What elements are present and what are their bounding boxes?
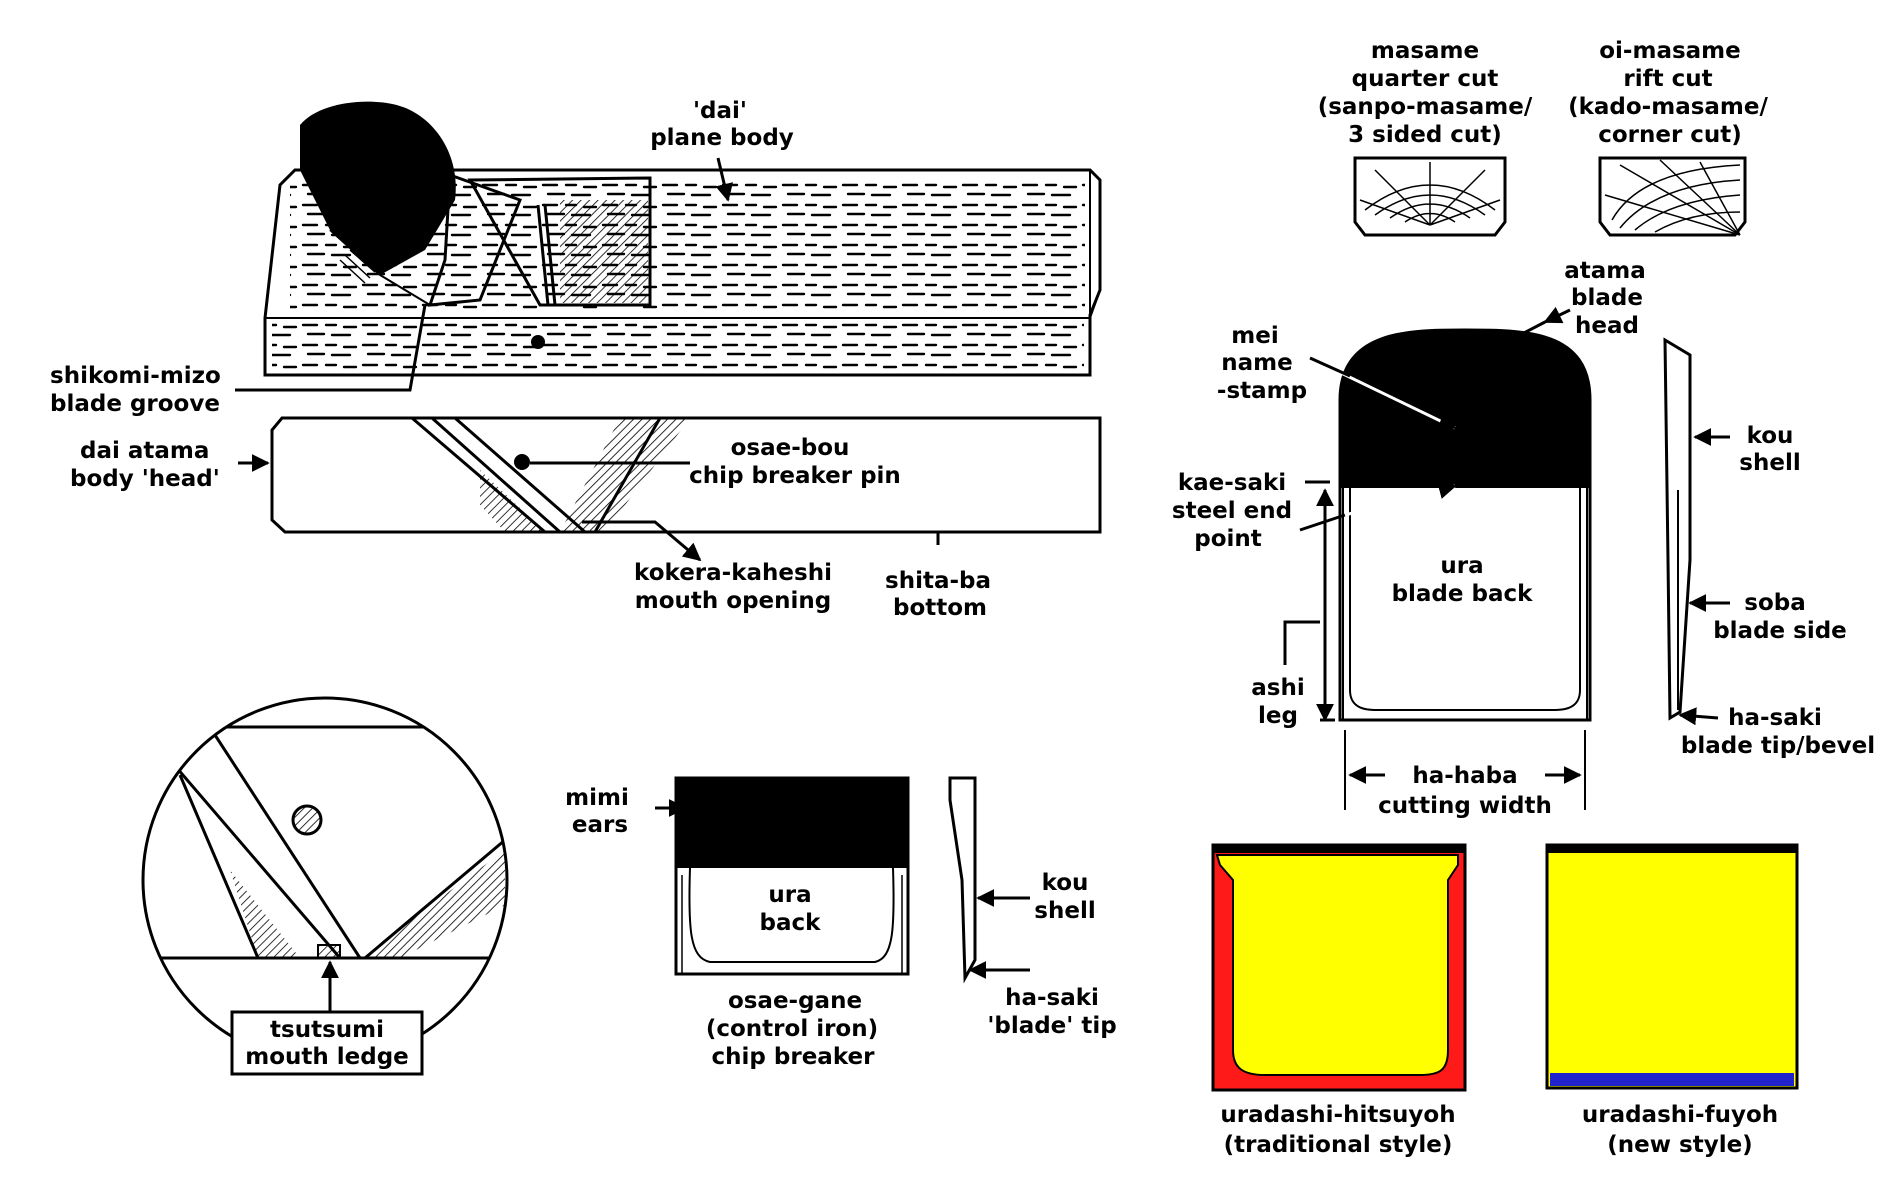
traditional-label-1: uradashi-hitsuyoh — [1220, 1102, 1455, 1128]
soba-label-2: blade side — [1713, 618, 1847, 644]
oi-masame-label-3: (kado-masame/ — [1568, 94, 1768, 120]
blade-opening — [467, 176, 652, 307]
mei-label-3: -stamp — [1217, 378, 1307, 404]
cb-ha-saki-label-2: 'blade' tip — [987, 1013, 1116, 1039]
oi-masame-label-4: corner cut) — [1598, 122, 1742, 148]
tsutsumi-label-box — [230, 1010, 424, 1076]
cb-title-1: osae-gane — [728, 988, 862, 1014]
mei-label-1: mei — [1231, 323, 1278, 349]
cb-ha-saki-label-1: ha-saki — [1005, 985, 1099, 1011]
mei-label-2: name — [1221, 350, 1292, 376]
masame-label-3: (sanpo-masame/ — [1318, 94, 1533, 120]
kae-saki-label-1: kae-saki — [1178, 470, 1286, 496]
blade-ura-label-2: blade back — [1392, 581, 1534, 607]
kokera-label-1: kokera-kaheshi — [634, 560, 832, 586]
dai-atama-label-2: body 'head' — [70, 466, 220, 492]
traditional-label-2: (traditional style) — [1224, 1132, 1453, 1158]
osae-bou-label-2: chip breaker pin — [689, 463, 901, 489]
cb-ura-label-2: back — [760, 910, 822, 936]
chip-breaker-side — [948, 776, 1030, 984]
tsutsumi-label-2: mouth ledge — [245, 1044, 409, 1070]
plane-side-section — [270, 416, 1102, 562]
blade-iron — [300, 101, 456, 275]
kou-label-2: shell — [1739, 450, 1800, 476]
masame-label-4: 3 sided cut) — [1348, 122, 1502, 148]
dai-label-1: 'dai' — [693, 98, 747, 124]
new-style-label-2: (new style) — [1607, 1132, 1752, 1158]
blade-front — [1283, 306, 1592, 810]
new-style-label-1: uradashi-fuyoh — [1582, 1102, 1778, 1128]
new-style-blade — [1545, 843, 1799, 1090]
mimi-label-2: ears — [572, 812, 628, 838]
chip-breaker-front — [655, 776, 910, 976]
kae-saki-label-3: point — [1194, 526, 1262, 552]
tsutsumi-label-1: tsutsumi — [270, 1017, 384, 1043]
ha-haba-label-2: cutting width — [1378, 793, 1552, 819]
osae-bou-label-1: osae-bou — [731, 435, 850, 461]
cb-kou-label-2: shell — [1034, 898, 1095, 924]
masame-label-1: masame — [1371, 38, 1479, 64]
cb-title-2: (control iron) — [706, 1016, 878, 1042]
cb-ura-label-1: ura — [768, 882, 811, 908]
shita-ba-label-2: bottom — [893, 595, 987, 621]
shita-ba-label-1: shita-ba — [885, 568, 991, 594]
ashi-label-2: leg — [1258, 703, 1298, 729]
ashi-label-1: ashi — [1251, 675, 1304, 701]
quarter-cut-wood-icon — [1353, 156, 1507, 237]
kou-label-1: kou — [1747, 423, 1794, 449]
cb-title-3: chip breaker — [712, 1044, 876, 1070]
mimi-label-1: mimi — [565, 785, 629, 811]
cb-kou-label-1: kou — [1042, 870, 1089, 896]
ha-haba-label-1: ha-haba — [1412, 763, 1517, 789]
plane-3d-view — [235, 101, 1102, 392]
rift-cut-wood-icon — [1598, 156, 1747, 237]
atama-label-2: blade — [1571, 285, 1643, 311]
wood-grain-side — [272, 322, 1084, 372]
ha-saki-label-1: ha-saki — [1728, 705, 1822, 731]
atama-label-3: head — [1575, 313, 1639, 339]
dai-label-2: plane body — [650, 125, 794, 151]
oi-masame-label-2: rift cut — [1623, 66, 1712, 92]
oi-masame-label-1: oi-masame — [1599, 38, 1741, 64]
blade-side — [1663, 337, 1730, 726]
plane-body-outline — [263, 168, 1102, 377]
masame-label-2: quarter cut — [1352, 66, 1499, 92]
soba-label-1: soba — [1744, 590, 1805, 616]
shikomi-label-1: shikomi-mizo — [50, 363, 221, 389]
dai-atama-label-1: dai atama — [80, 438, 209, 464]
ha-saki-label-2: blade tip/bevel — [1681, 733, 1875, 759]
kokera-label-2: mouth opening — [635, 588, 831, 614]
mouth-detail-circle — [141, 696, 509, 1064]
kae-saki-label-2: steel end — [1172, 498, 1292, 524]
atama-label-1: atama — [1564, 258, 1646, 284]
blade-ura-label-1: ura — [1440, 553, 1483, 579]
traditional-style-blade — [1211, 843, 1467, 1092]
shikomi-label-2: blade groove — [50, 391, 220, 417]
